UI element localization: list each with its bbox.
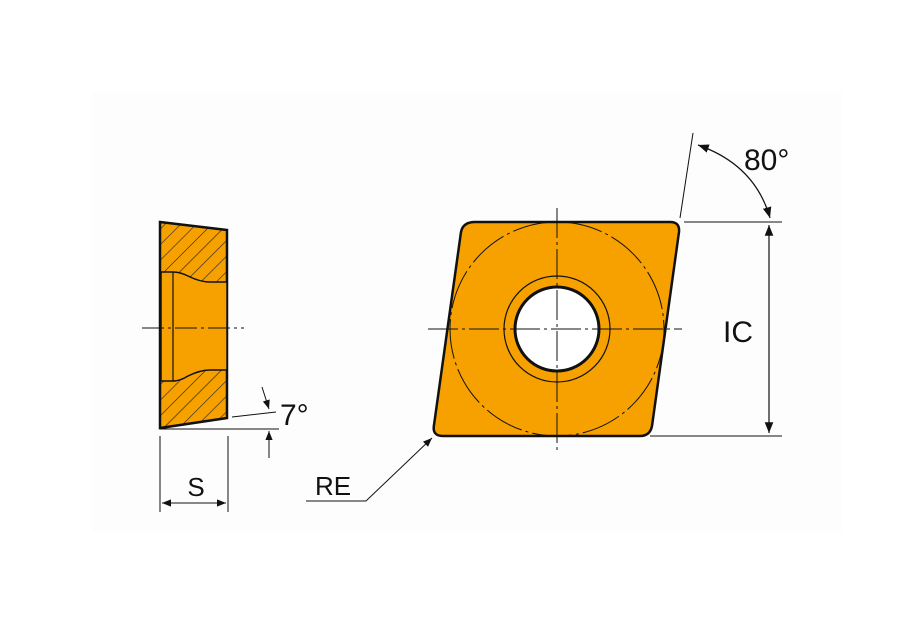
nose-angle-label: 80° xyxy=(744,144,789,177)
corner-radius-label: RE xyxy=(315,471,351,501)
side-view: 7° S xyxy=(142,220,309,512)
corner-radius-leader xyxy=(306,437,433,502)
thickness-label: S xyxy=(187,472,204,502)
side-hole-section xyxy=(160,271,228,382)
top-view: 80° IC RE xyxy=(306,132,789,502)
nose-angle-arc xyxy=(697,144,772,219)
ic-label: IC xyxy=(723,316,753,349)
clearance-angle-label: 7° xyxy=(280,399,309,432)
nose-angle-line xyxy=(679,132,694,219)
clearance-line xyxy=(231,411,277,418)
angle-arrow-top xyxy=(261,386,270,410)
